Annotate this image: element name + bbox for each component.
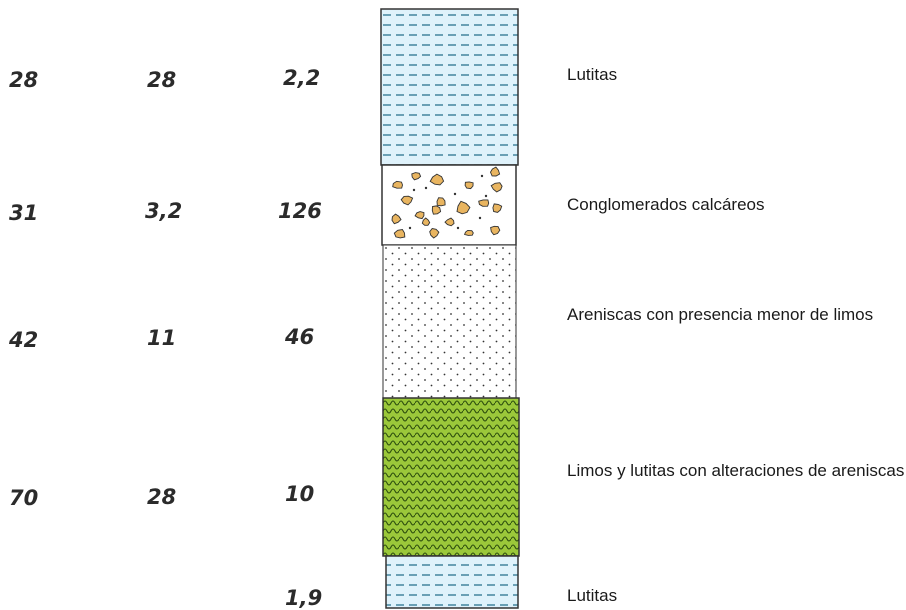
layer-areniscas: [382, 244, 517, 399]
label-areniscas: Areniscas con presencia menor de limos: [567, 305, 874, 324]
clast-12: [414, 211, 425, 220]
clast-1: [392, 180, 403, 189]
row-1-col-3-value: 2,2: [283, 66, 321, 90]
grain-dot-1: [424, 186, 428, 190]
clast-16: [393, 229, 406, 239]
grain-dot-2: [453, 192, 457, 196]
grain-dot-5: [456, 226, 460, 230]
clast-10: [478, 199, 490, 207]
label-lutitas-bottom: Lutitas: [567, 586, 618, 605]
grain-dot-8: [484, 194, 488, 198]
row-1-col-1-value: 28: [9, 68, 39, 92]
clast-13: [431, 205, 442, 215]
grain-dot-6: [478, 216, 482, 220]
label-limos: Limos y lutitas con alteraciones de aren…: [567, 461, 905, 480]
clast-7: [436, 197, 446, 207]
clast-3: [429, 173, 445, 186]
clast-20: [421, 217, 431, 226]
clast-18: [463, 229, 474, 236]
clast-2: [411, 172, 422, 181]
clast-11: [391, 213, 402, 225]
row-3-col-2-value: 11: [147, 326, 177, 350]
clast-9: [456, 200, 471, 215]
row-3-col-3-value: 46: [285, 325, 315, 349]
row-3-col-1-value: 42: [9, 328, 39, 352]
row-2-col-3-value: 126: [278, 199, 322, 223]
row-4-col-3-value: 10: [285, 482, 315, 506]
grain-dot-7: [412, 188, 416, 192]
row-4-col-1-value: 70: [9, 486, 39, 510]
clast-19: [490, 225, 501, 236]
label-lutitas-top: Lutitas: [567, 65, 618, 84]
clast-14: [444, 217, 455, 227]
clast-4: [464, 181, 474, 190]
clast-17: [429, 228, 440, 239]
row-2-col-1-value: 31: [9, 201, 39, 225]
clast-8: [490, 182, 503, 193]
label-conglomerados: Conglomerados calcáreos: [567, 195, 765, 214]
clast-6: [400, 195, 414, 206]
clast-15: [492, 203, 503, 213]
clast-5: [489, 166, 501, 177]
grain-dot-3: [480, 174, 484, 178]
row-1-col-2-value: 28: [147, 68, 177, 92]
grain-dot-4: [408, 226, 412, 230]
row-4-col-2-value: 28: [147, 485, 177, 509]
layer-lutitas-top: [380, 8, 519, 166]
row-5-col-3-value: 1,9: [285, 586, 323, 610]
conglomerate-clasts: [391, 166, 503, 239]
layer-lutitas-bottom: [385, 555, 519, 609]
layer-limos: [382, 397, 520, 557]
row-2-col-2-value: 3,2: [145, 199, 183, 223]
